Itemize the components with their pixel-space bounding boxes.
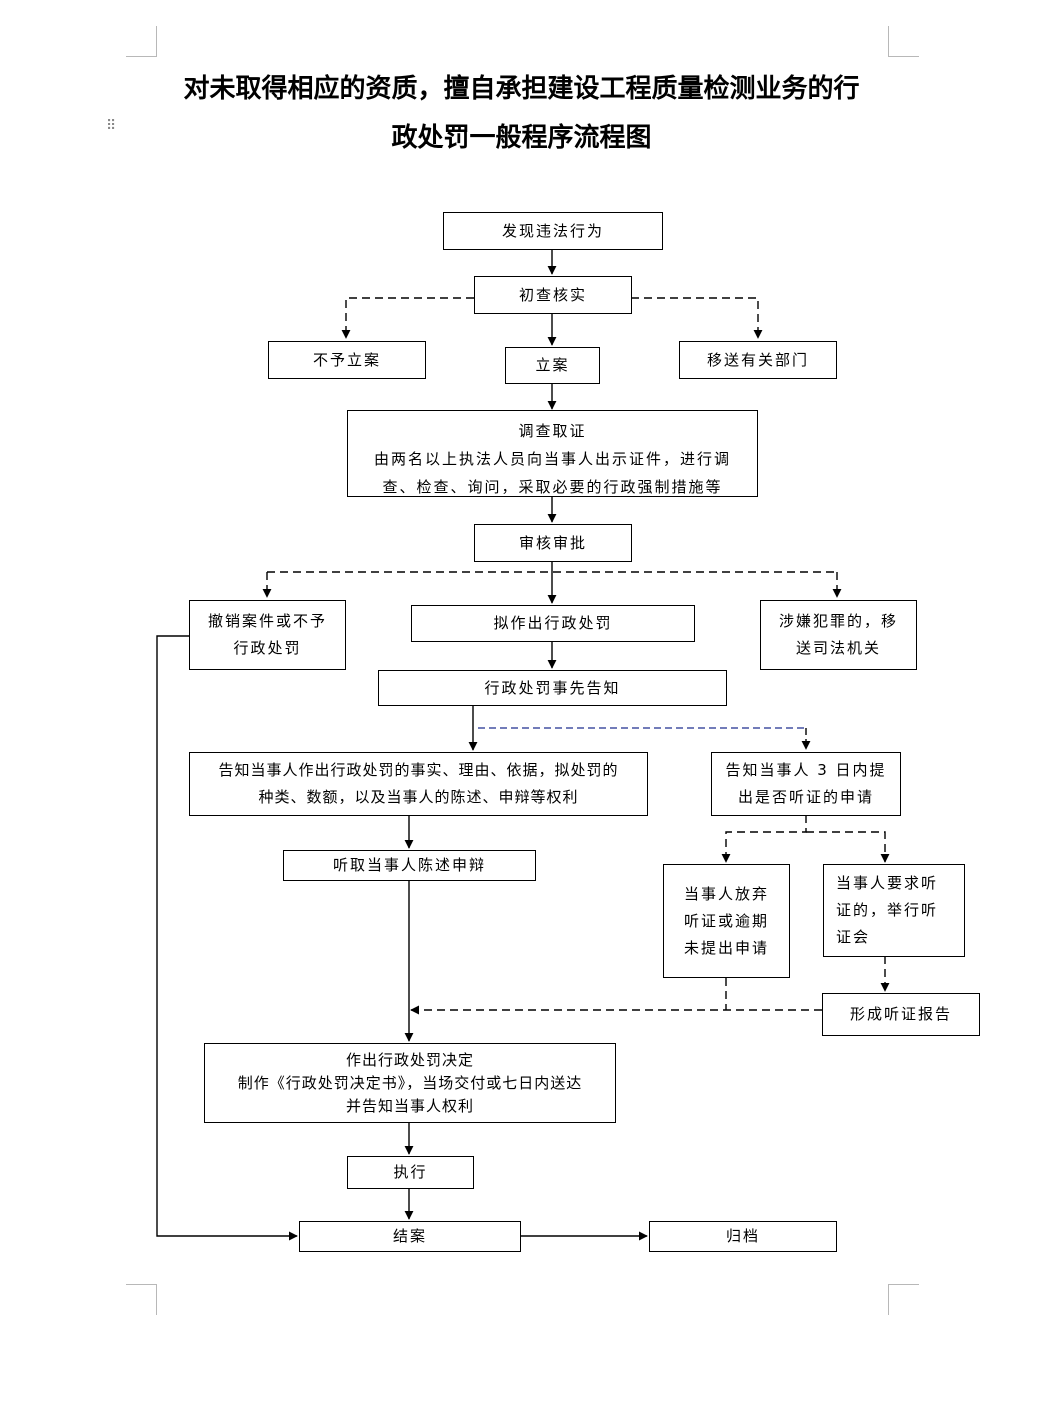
- corner-mark-bottom-left: [126, 1284, 157, 1315]
- node-inform-rights: 告知当事人作出行政处罚的事实、理由、依据，拟处罚的种类、数额，以及当事人的陈述、…: [189, 752, 648, 816]
- node-suspected-crime: 涉嫌犯罪的，移送司法机关: [760, 600, 917, 670]
- node-penalty-decision: 作出行政处罚决定制作《行政处罚决定书》，当场交付或七日内送达并告知当事人权利: [204, 1043, 616, 1123]
- node-review-approve: 审核审批: [474, 524, 632, 562]
- page-title-line1: 对未取得相应的资质，擅自承担建设工程质量检测业务的行: [183, 74, 860, 104]
- drag-handle-icon[interactable]: ⠿: [106, 118, 116, 134]
- node-hearing-report: 形成听证报告: [822, 993, 980, 1036]
- node-no-case: 不予立案: [268, 341, 426, 379]
- node-discover-violation: 发现违法行为: [443, 212, 663, 250]
- investigate-desc-line3: 查、检查、询问，采取必要的行政强制措施等: [382, 478, 723, 496]
- dashed-to-transfer: [631, 297, 763, 339]
- node-preliminary-check: 初查核实: [474, 276, 632, 314]
- investigate-desc-line2: 由两名以上执法人员向当事人出示证件，进行调: [373, 450, 731, 468]
- node-file-case: 立案: [505, 347, 600, 384]
- node-draft-penalty: 拟作出行政处罚: [411, 605, 695, 642]
- node-investigate: 调查取证 由两名以上执法人员向当事人出示证件，进行调 查、检查、询问，采取必要的…: [347, 410, 758, 497]
- node-pre-notice: 行政处罚事先告知: [378, 670, 727, 706]
- node-execute: 执行: [347, 1156, 474, 1189]
- node-transfer-department: 移送有关部门: [679, 341, 837, 379]
- dashed-to-no-case: [341, 297, 474, 339]
- corner-mark-top-left: [126, 26, 157, 57]
- corner-mark-top-right: [888, 26, 919, 57]
- dashed-to-waive: [721, 815, 807, 863]
- corner-mark-bottom-right: [888, 1284, 919, 1315]
- node-revoke-case: 撤销案件或不予行政处罚: [189, 600, 346, 670]
- investigate-title: 调查取证: [518, 422, 587, 440]
- node-close-case: 结案: [299, 1221, 521, 1252]
- node-request-hearing: 当事人要求听证的，举行听证会: [823, 864, 965, 957]
- node-inform-hearing: 告知当事人 3 日内提出是否听证的申请: [711, 752, 901, 816]
- dashed-to-request: [806, 831, 890, 863]
- page-title-line2: 政处罚一般程序流程图: [391, 123, 652, 153]
- node-archive: 归档: [649, 1221, 837, 1252]
- arrow-revoke-to-close: [156, 635, 298, 1241]
- node-waive-hearing: 当事人放弃听证或逾期未提出申请: [663, 864, 790, 978]
- node-listen-defense: 听取当事人陈述申辩: [283, 850, 536, 881]
